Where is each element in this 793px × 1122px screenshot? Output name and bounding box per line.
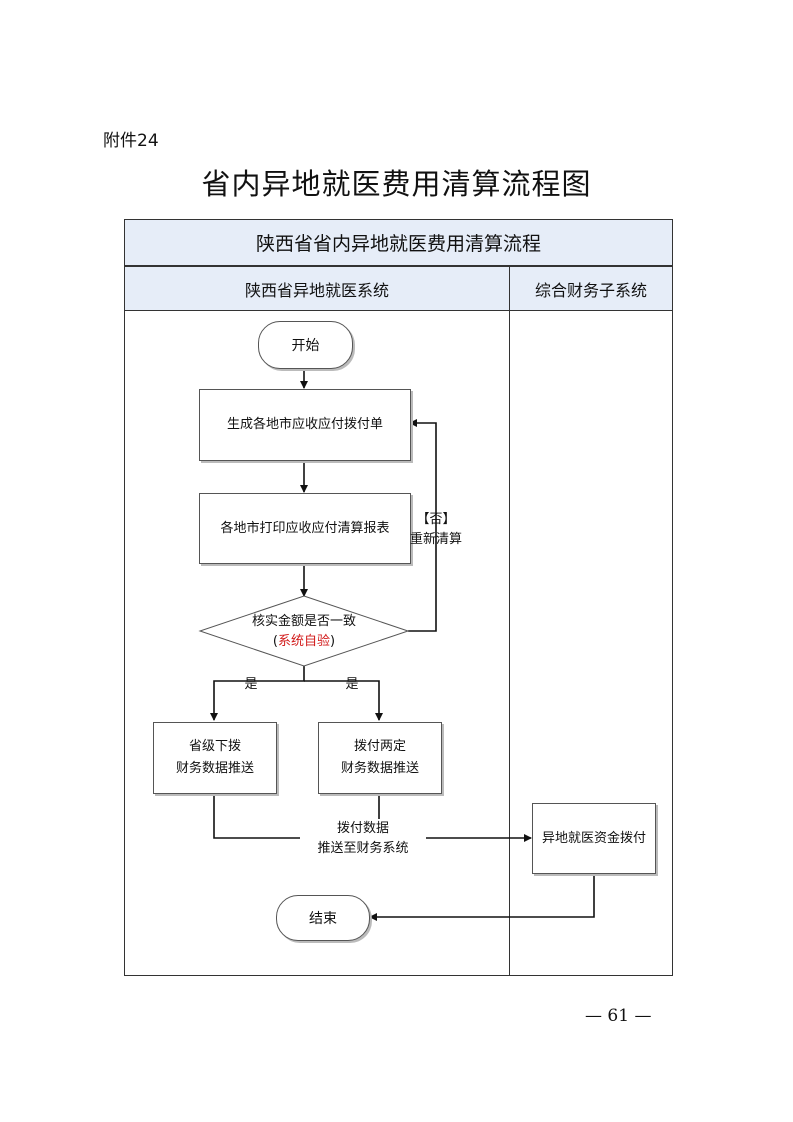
lane-divider bbox=[509, 311, 510, 976]
lane-header-medical-system: 陕西省异地就医系统 bbox=[124, 266, 510, 311]
fund-disbursement-label: 异地就医资金拨付 bbox=[541, 830, 646, 846]
page-number: — 61 — bbox=[585, 1006, 652, 1026]
no-branch-label: 【否】 重新清算 bbox=[409, 512, 462, 547]
province-push-line1: 省级下拨 bbox=[188, 739, 241, 754]
arrow-decision-no-loop bbox=[408, 419, 437, 632]
arrow-decision-yes-right bbox=[304, 680, 383, 721]
flowchart-title: 陕西省省内异地就医费用清算流程 bbox=[124, 219, 673, 266]
arrow-decision-yes-left bbox=[210, 666, 305, 721]
print-report-node: 各地市打印应收应付清算报表 bbox=[199, 493, 411, 564]
two-level-push-line2: 财务数据推送 bbox=[340, 761, 419, 776]
generate-payment-node: 生成各地市应收应付拨付单 bbox=[199, 389, 411, 461]
decision-self-check: 系统自验 bbox=[277, 634, 330, 649]
two-level-push-line1: 拨付两定 bbox=[353, 739, 406, 754]
generate-payment-label: 生成各地市应收应付拨付单 bbox=[226, 417, 383, 432]
print-report-label: 各地市打印应收应付清算报表 bbox=[220, 520, 390, 536]
province-push-node: 省级下拨 财务数据推送 bbox=[153, 722, 277, 794]
province-push-line2: 财务数据推送 bbox=[175, 761, 254, 776]
page-title: 省内异地就医费用清算流程图 bbox=[201, 167, 592, 201]
attachment-label: 附件24 bbox=[103, 131, 159, 151]
yes-right-label: 是 bbox=[345, 677, 359, 692]
arrow-fund-to-end bbox=[369, 873, 595, 921]
decision-line2-wrap: (系统自验) bbox=[272, 634, 336, 649]
two-level-push-node: 拨付两定 财务数据推送 bbox=[318, 722, 442, 794]
yes-left-label: 是 bbox=[244, 677, 258, 692]
decision-label: 核实金额是否一致 (系统自验) bbox=[200, 612, 408, 652]
decision-line1: 核实金额是否一致 bbox=[251, 614, 356, 629]
end-node: 结束 bbox=[276, 895, 370, 941]
fund-disbursement-node: 异地就医资金拨付 bbox=[532, 803, 656, 874]
lane-header-finance-system: 综合财务子系统 bbox=[509, 266, 673, 311]
push-to-finance-label: 拨付数据 推送至财务系统 bbox=[300, 819, 426, 859]
decision-diamond bbox=[198, 595, 410, 667]
start-node: 开始 bbox=[258, 321, 353, 369]
